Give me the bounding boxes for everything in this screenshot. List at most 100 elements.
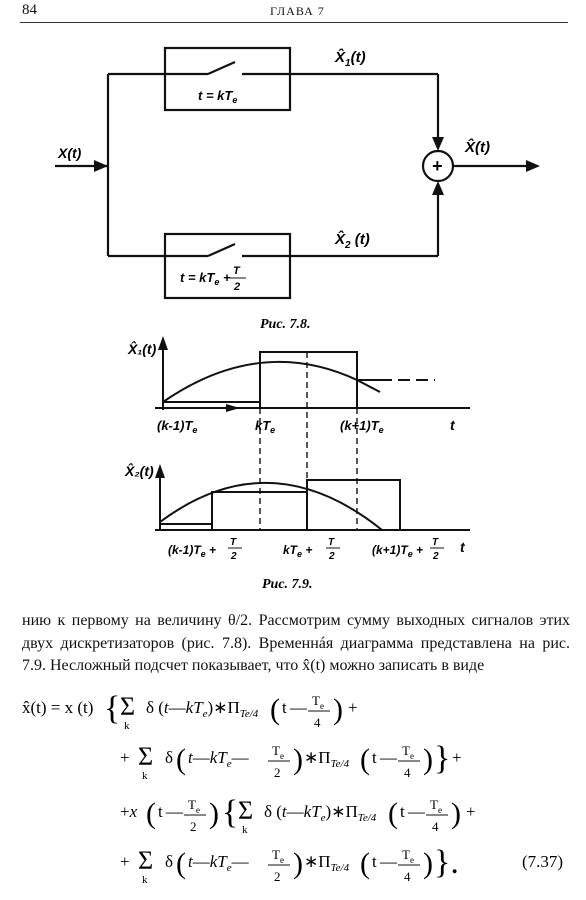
- svg-text:δ: δ: [165, 748, 173, 767]
- sampler-1-label: t = kTe: [198, 88, 237, 105]
- svg-text:+: +: [466, 802, 476, 821]
- header-rule: [20, 22, 568, 23]
- svg-text:δ (t—kTe)∗ΠTe/4: δ (t—kTe)∗ΠTe/4: [146, 698, 259, 720]
- svg-text:+: +: [452, 748, 462, 767]
- bottom-tick-2: kTe +: [283, 543, 312, 559]
- svg-text:x̂(t) = x (t): x̂(t) = x (t): [22, 698, 93, 717]
- svg-text:2: 2: [274, 869, 281, 884]
- svg-text:T: T: [402, 743, 410, 758]
- svg-text:(: (: [176, 847, 186, 880]
- svg-text:k: k: [142, 770, 148, 782]
- figure-7-9: X̂₁(t) X̂₂(t) (k-1)Te kTe (k+1)Te t (k-1…: [124, 336, 470, 592]
- output-label: X̂(t): [464, 137, 490, 156]
- svg-text:): ): [423, 743, 433, 776]
- sampler-2-output-label: X̂2 (t): [334, 229, 370, 251]
- svg-text:2: 2: [432, 551, 439, 562]
- svg-text:t—kTe—: t—kTe—: [188, 748, 250, 770]
- svg-text:(: (: [270, 693, 280, 726]
- svg-text:e: e: [410, 855, 414, 865]
- sampler-2-frac-den: 2: [233, 281, 240, 293]
- sampler-2-label: t = kTe +: [180, 270, 231, 287]
- sampler-2-box: [163, 232, 292, 300]
- svg-text:t: t: [372, 852, 377, 871]
- svg-text:Σ: Σ: [138, 846, 153, 875]
- svg-text:+: +: [120, 852, 130, 871]
- svg-text:T: T: [430, 797, 438, 812]
- top-tick-2: kTe: [255, 418, 275, 435]
- svg-text:}.: }.: [434, 844, 459, 881]
- body-paragraph: нию к первому на величину θ/2. Рассмотри…: [22, 612, 570, 674]
- bottom-axis-t: t: [460, 539, 466, 555]
- svg-text:—: —: [407, 802, 426, 821]
- svg-text:): ): [333, 693, 343, 726]
- svg-text:(: (: [176, 743, 186, 776]
- figure-7-8-caption: Рис. 7.8.: [260, 317, 311, 332]
- svg-text:{: {: [104, 690, 120, 727]
- svg-text:2: 2: [190, 819, 197, 834]
- page-header: 84 ГЛАВА 7: [0, 0, 586, 26]
- bottom-tick-3: (k+1)Te +: [372, 543, 423, 559]
- top-ylabel: X̂₁(t): [127, 340, 157, 357]
- svg-text:(: (: [146, 797, 156, 830]
- svg-text:—: —: [379, 852, 398, 871]
- running-head: ГЛАВА 7: [270, 4, 325, 18]
- svg-text:t: t: [372, 748, 377, 767]
- svg-text:}: }: [434, 740, 450, 777]
- sampler-2-frac-num: T: [233, 265, 241, 277]
- top-signal-curve: [162, 360, 358, 403]
- bottom-tick-1: (k-1)Te +: [168, 543, 216, 559]
- svg-text:4: 4: [314, 715, 321, 730]
- top-axis-t: t: [450, 417, 456, 433]
- svg-text:Σ: Σ: [120, 692, 135, 721]
- svg-text:4: 4: [404, 869, 411, 884]
- svg-text:T: T: [188, 797, 196, 812]
- svg-text:4: 4: [404, 765, 411, 780]
- svg-text:T: T: [402, 847, 410, 862]
- page-number: 84: [22, 2, 37, 18]
- svg-text:+: +: [348, 698, 358, 717]
- sum-symbol: +: [432, 156, 443, 176]
- svg-text:k: k: [242, 824, 248, 836]
- svg-text:T: T: [272, 743, 280, 758]
- svg-text:Σ: Σ: [138, 742, 153, 771]
- svg-text:(: (: [388, 797, 398, 830]
- svg-text:T: T: [230, 537, 237, 548]
- svg-text:+: +: [120, 748, 130, 767]
- svg-text:δ (t—kTe)∗ΠTe/4: δ (t—kTe)∗ΠTe/4: [264, 802, 377, 824]
- figure-7-8: X(t) + X̂(t) X̂1(t) X̂2 (t) t = kTe t = …: [55, 46, 540, 332]
- svg-text:—: —: [289, 698, 308, 717]
- svg-text:e: e: [320, 701, 324, 711]
- sampler-1-box: [163, 46, 292, 112]
- svg-text:T: T: [328, 537, 335, 548]
- svg-text:(: (: [360, 847, 370, 880]
- equation-number: (7.37): [522, 852, 563, 871]
- svg-text:): ): [293, 743, 303, 776]
- svg-text:∗ΠTe/4: ∗ΠTe/4: [304, 852, 350, 874]
- svg-text:δ: δ: [165, 852, 173, 871]
- bottom-signal-curve: [159, 481, 383, 531]
- svg-text:): ): [209, 797, 219, 830]
- svg-text:T: T: [432, 537, 439, 548]
- svg-text:e: e: [410, 751, 414, 761]
- figure-7-9-caption: Рис. 7.9.: [262, 577, 313, 592]
- svg-text:k: k: [124, 720, 130, 732]
- output-arrow: [526, 160, 540, 172]
- svg-text:2: 2: [230, 551, 237, 562]
- equation-7-37: x̂(t) = x (t) { Σ k δ (t—kTe)∗ΠTe/4 ( t—…: [22, 690, 563, 886]
- svg-text:t—kTe—: t—kTe—: [188, 852, 250, 874]
- svg-text:e: e: [280, 751, 284, 761]
- svg-text:+x: +x: [120, 802, 138, 821]
- svg-text:—: —: [379, 748, 398, 767]
- svg-text:T: T: [312, 693, 320, 708]
- svg-text:k: k: [142, 874, 148, 886]
- svg-text:{: {: [222, 794, 238, 831]
- svg-text:t: t: [400, 802, 405, 821]
- svg-text:e: e: [280, 855, 284, 865]
- top-tick-3: (k+1)Te: [340, 418, 384, 435]
- svg-text:t: t: [282, 698, 287, 717]
- svg-text:4: 4: [432, 819, 439, 834]
- svg-text:(: (: [360, 743, 370, 776]
- svg-text:2: 2: [328, 551, 335, 562]
- svg-text:e: e: [438, 805, 442, 815]
- svg-text:): ): [451, 797, 461, 830]
